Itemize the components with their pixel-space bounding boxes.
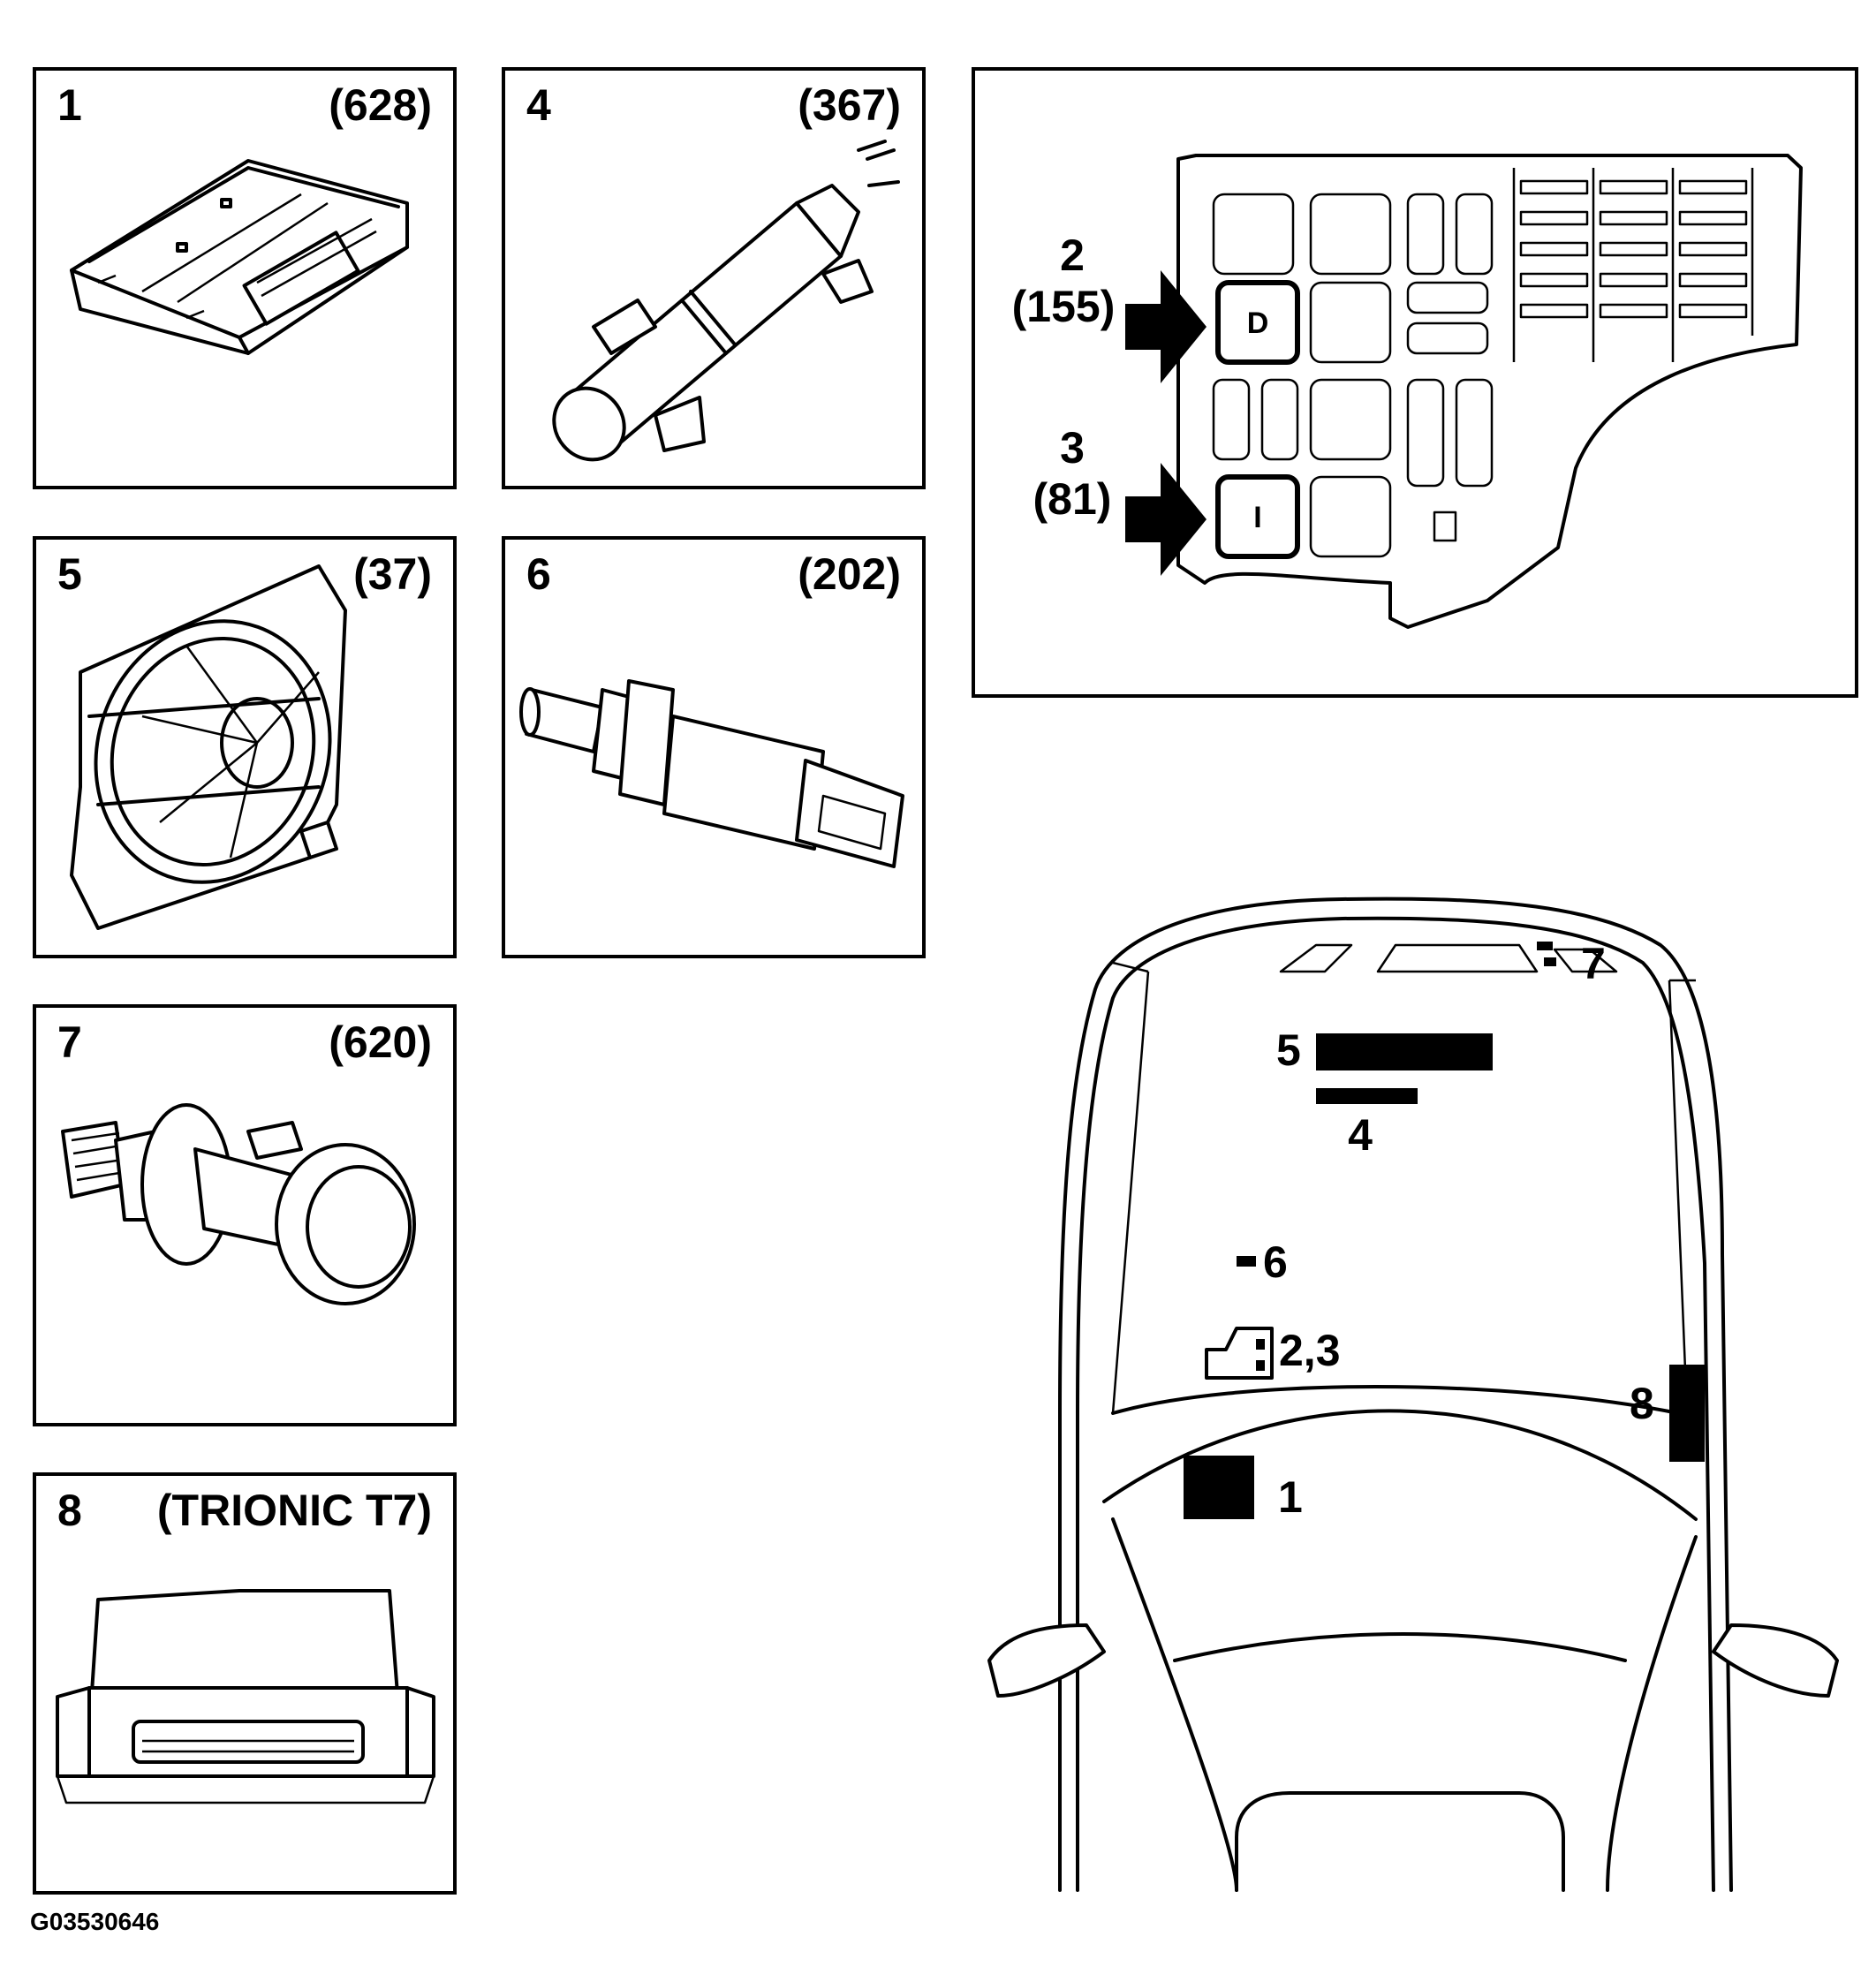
component-panel-8: 8 (TRIONIC T7) [33, 1472, 457, 1895]
panel-code: (620) [329, 1017, 432, 1067]
sensor-illustration [552, 140, 900, 462]
car-body-outline [1058, 896, 1733, 1892]
component-panel-4: 4 (367) [502, 67, 926, 489]
right-mirror [1712, 1623, 1839, 1698]
loc-label-7: 7 [1581, 939, 1606, 988]
panel-code: (628) [329, 80, 432, 130]
component-panel-6: 6 (202) [502, 536, 926, 958]
panel-number: 8 [57, 1486, 82, 1535]
loc-marker-1 [1184, 1456, 1254, 1519]
panel-number: 7 [57, 1017, 82, 1067]
figure-id: G03530646 [30, 1908, 160, 1935]
fuse-d-label: D [1247, 306, 1269, 340]
loc-marker-6 [1237, 1256, 1256, 1267]
loc-label-4: 4 [1348, 1110, 1373, 1160]
fuse-box-detail-panel: D I 2 [972, 67, 1858, 698]
loc-label-2-3: 2,3 [1279, 1326, 1341, 1375]
arrow-fuse-i [1125, 463, 1207, 576]
cooling-fan-illustration [70, 564, 347, 930]
arrow-fuse-d [1125, 270, 1207, 383]
callout-2-code: (155) [1012, 282, 1116, 331]
callout-3-code: (81) [1033, 474, 1112, 524]
callout-3-number: 3 [1060, 423, 1085, 473]
fuse-i-slot [1215, 474, 1300, 559]
loc-label-5: 5 [1276, 1025, 1301, 1075]
fuse-box-diagram: D I 2 [1012, 154, 1803, 629]
loc-marker-8 [1669, 1365, 1705, 1462]
pressure-sensor-illustration [61, 1103, 416, 1305]
loc-marker-fusebox [1205, 1327, 1274, 1380]
vehicle-location-diagram: 7 5 4 6 2,3 8 1 [987, 896, 1839, 1892]
fuse-i-label: I [1253, 501, 1261, 534]
engine-control-module-illustration [56, 1589, 435, 1804]
loc-marker-5 [1316, 1033, 1493, 1070]
panel-number: 1 [57, 80, 82, 130]
panel-code: (202) [798, 549, 901, 599]
component-panel-7: 7 (620) [33, 1004, 457, 1426]
loc-label-1: 1 [1278, 1472, 1303, 1522]
loc-label-6: 6 [1263, 1237, 1288, 1287]
panel-code: (37) [353, 549, 432, 599]
panel-number: 4 [526, 80, 551, 130]
component-panel-5: 5 (37) [33, 536, 457, 958]
panel-number: 6 [526, 549, 551, 599]
panel-number: 5 [57, 549, 82, 599]
control-module-illustration [70, 159, 409, 355]
left-mirror [987, 1623, 1106, 1698]
panel-code: (TRIONIC T7) [156, 1486, 432, 1535]
panel-code: (367) [798, 80, 901, 130]
temperature-sensor-illustration [519, 679, 904, 868]
loc-marker-4 [1316, 1088, 1418, 1104]
loc-label-8: 8 [1630, 1379, 1654, 1428]
fuse-d-slot [1215, 280, 1300, 365]
callout-2-number: 2 [1060, 231, 1085, 280]
component-panel-1: 1 (628) [33, 67, 457, 489]
relay-rows [1512, 168, 1754, 362]
